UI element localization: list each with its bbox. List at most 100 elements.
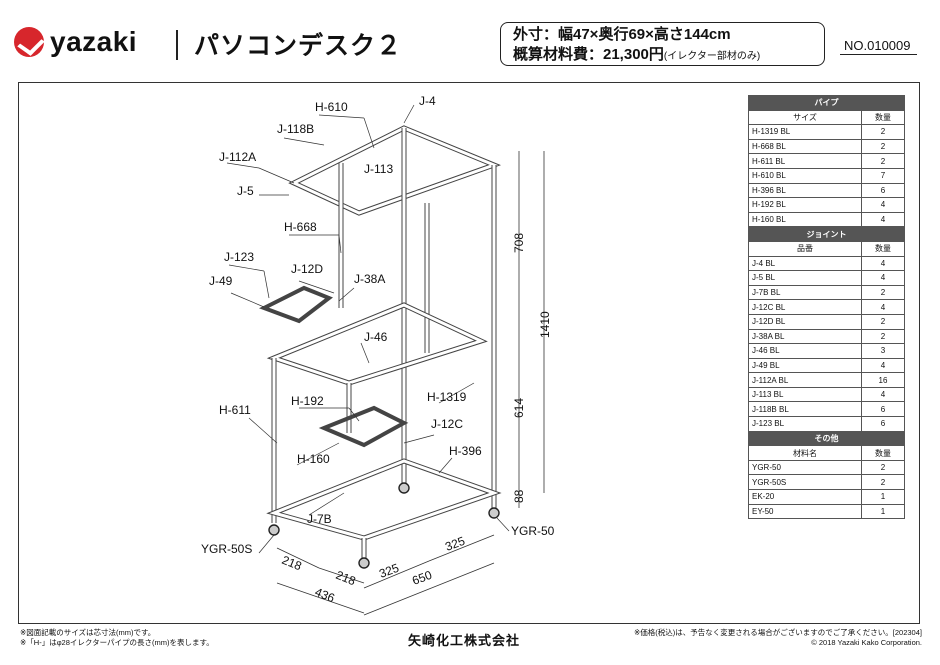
label-j112a: J-112A (219, 150, 256, 164)
part-qty: 2 (861, 284, 905, 301)
part-name: J-5 BL (748, 270, 862, 286)
part-qty: 2 (861, 138, 905, 155)
label-ygr50: YGR-50 (511, 524, 555, 538)
part-qty: 4 (861, 270, 905, 286)
part-name: J-49 BL (748, 357, 862, 374)
cost-value: 概算材料費：21,300円 (513, 46, 664, 63)
section-title: パイプ (748, 95, 905, 111)
label-h396: H-396 (449, 444, 482, 458)
part-qty: 1 (861, 503, 905, 520)
label-h160: H-160 (297, 452, 330, 466)
note-pipe-code: ※「H-」はφ28イレクターパイプの長さ(mm)を表します。 (20, 638, 214, 647)
column-name: サイズ (748, 109, 862, 126)
brand-name: yazaki (50, 26, 138, 57)
leader-lines (226, 104, 510, 554)
column-name: 材料名 (748, 445, 862, 461)
table-column-header: 品番数量 (748, 240, 905, 257)
label-j5: J-5 (237, 184, 254, 198)
part-name: J-113 BL (748, 386, 862, 403)
section-title: ジョイント (748, 226, 905, 242)
label-h668: H-668 (284, 220, 317, 234)
part-qty: 2 (861, 328, 905, 345)
part-name: H-668 BL (748, 138, 862, 155)
label-j4: J-4 (419, 94, 436, 108)
part-name: H-192 BL (748, 197, 862, 213)
dimension-lines (276, 151, 545, 616)
dim-708: 708 (512, 233, 526, 253)
assembly-drawing: H-610 J-4 J-118B J-112A J-113 J-5 H-668 … (201, 94, 555, 616)
label-ygr50s: YGR-50S (201, 542, 252, 556)
part-name: H-160 BL (748, 211, 862, 228)
part-qty: 2 (861, 313, 905, 330)
part-name: H-1319 BL (748, 124, 862, 140)
part-name: J-7B BL (748, 284, 862, 301)
part-name: J-4 BL (748, 255, 862, 272)
part-name: J-123 BL (748, 416, 862, 432)
drawing-frame (18, 82, 920, 624)
part-name: J-38A BL (748, 328, 862, 345)
label-h192: H-192 (291, 394, 324, 408)
part-qty: 2 (861, 459, 905, 476)
dim-88: 88 (512, 489, 526, 503)
part-qty: 4 (861, 299, 905, 315)
part-qty: 6 (861, 416, 905, 432)
footer-notes: ※図面記載のサイズは芯寸法(mm)です。 ※「H-」はφ28イレクターパイプの長… (20, 628, 214, 648)
yazaki-logo: yazaki (14, 26, 137, 58)
company-name: 矢崎化工株式会社 (408, 633, 521, 648)
part-name: J-112A BL (748, 372, 862, 388)
part-qty: 2 (861, 474, 905, 491)
page-title: パソコンデスク２ (194, 32, 403, 60)
part-name: YGR-50S (748, 474, 862, 491)
document-number: NO.010009 (840, 38, 917, 55)
part-qty: 7 (861, 167, 905, 184)
part-qty: 4 (861, 197, 905, 213)
part-qty: 6 (861, 401, 905, 418)
column-qty: 数量 (861, 240, 905, 257)
part-qty: 4 (861, 357, 905, 374)
dim-614: 614 (512, 398, 526, 418)
label-j46: J-46 (364, 330, 388, 344)
yazaki-logo-icon (14, 27, 44, 57)
dim-218-b: 218 (334, 568, 358, 589)
part-name: J-118B BL (748, 401, 862, 418)
part-name: J-46 BL (748, 343, 862, 359)
part-qty: 4 (861, 211, 905, 228)
dim-325-a: 325 (377, 561, 401, 581)
label-h1319: H-1319 (427, 390, 467, 404)
spec-box: 外寸：幅47×奥行69×高さ144cm 概算材料費：21,300円(イレクター部… (500, 22, 825, 66)
label-j12d: J-12D (291, 262, 323, 276)
part-qty: 6 (861, 182, 905, 199)
part-qty: 4 (861, 386, 905, 403)
table-section-header: その他 (748, 430, 905, 447)
table-column-header: サイズ数量 (748, 109, 905, 126)
part-qty: 16 (861, 372, 905, 388)
note-price: ※価格(税込)は、予告なく変更される場合がございますのでご了承ください。[202… (634, 628, 922, 637)
label-j38a: J-38A (354, 272, 385, 286)
frame-pipes (258, 125, 502, 569)
note-dimensions: ※図面記載のサイズは芯寸法(mm)です。 (20, 628, 156, 637)
cost-line: 概算材料費：21,300円(イレクター部材のみ) (513, 45, 812, 67)
part-name: H-611 BL (748, 153, 862, 169)
table-section-header: ジョイント (748, 226, 905, 242)
column-name: 品番 (748, 240, 862, 257)
part-qty: 2 (861, 153, 905, 169)
table-section-header: パイプ (748, 95, 905, 111)
dim-325-b: 325 (443, 534, 467, 554)
part-qty: 1 (861, 489, 905, 505)
